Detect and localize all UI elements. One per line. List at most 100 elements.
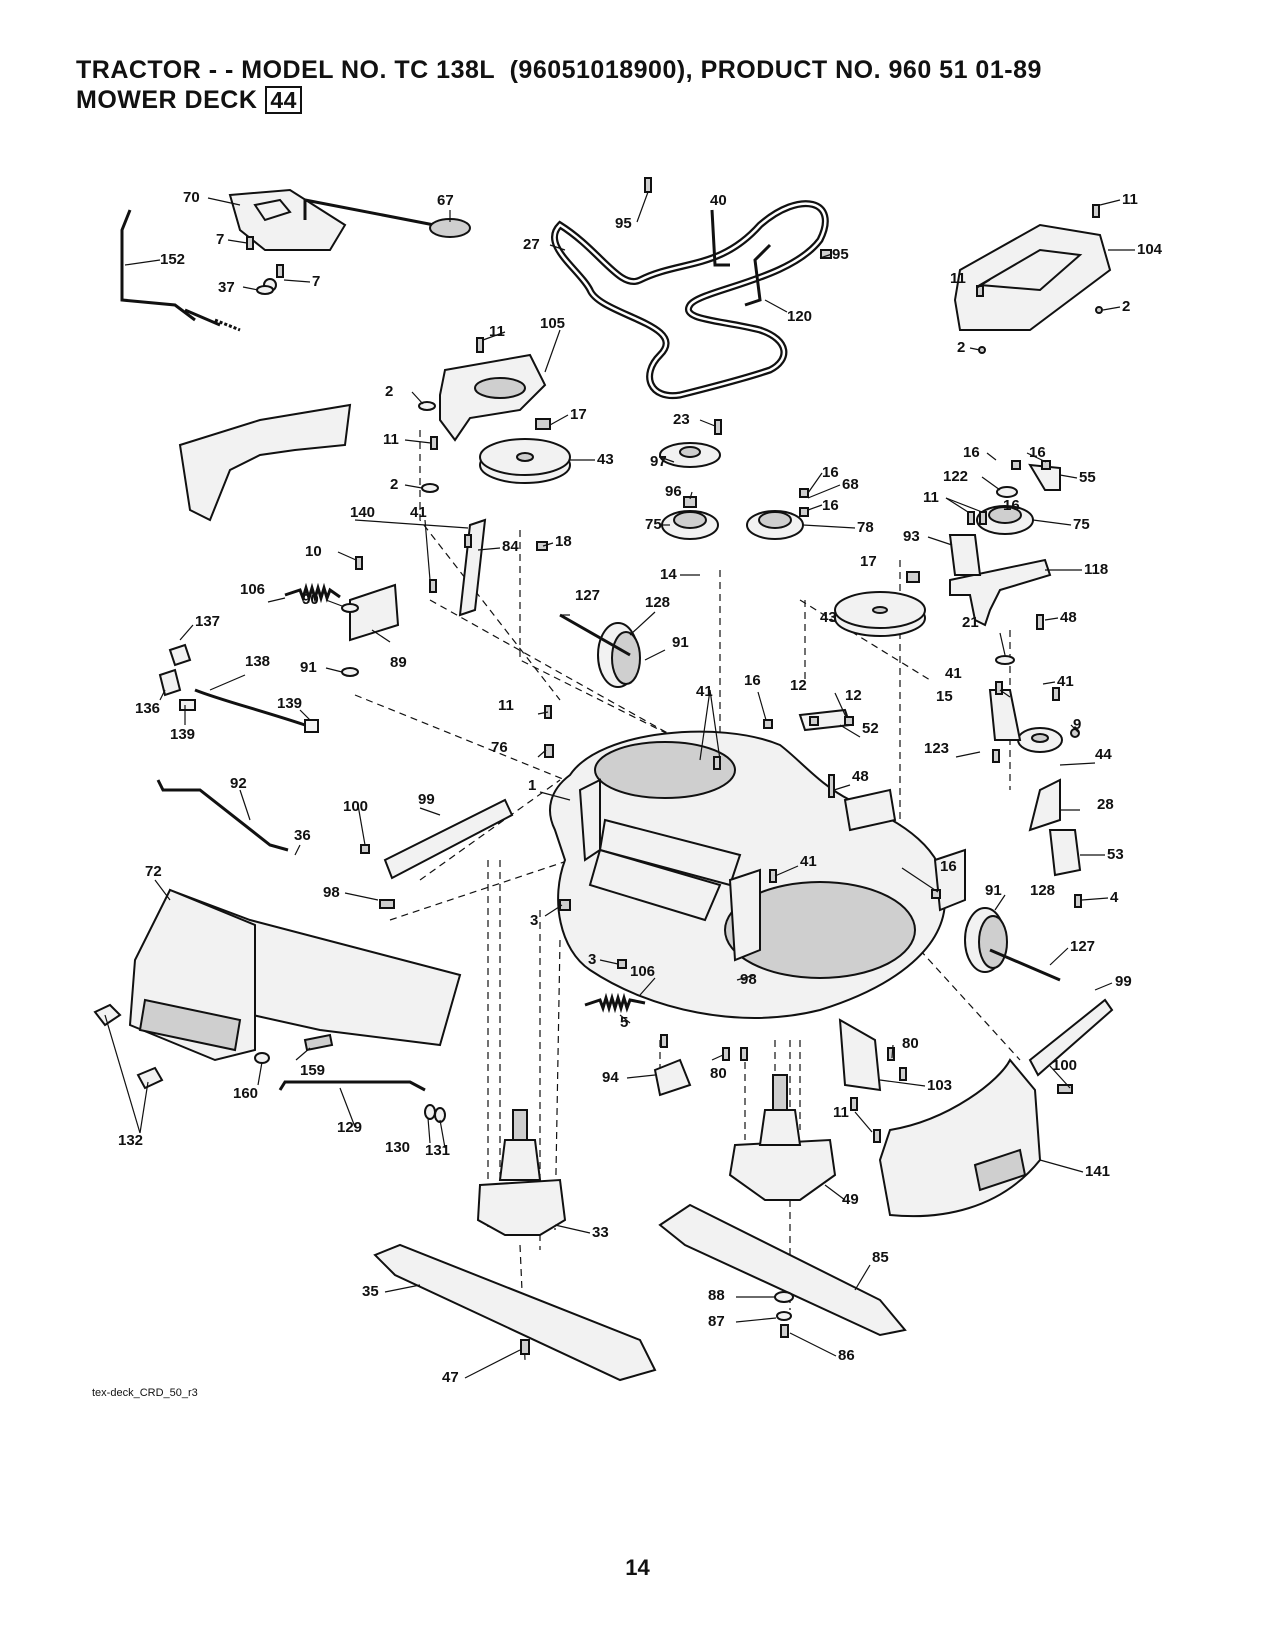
page-number: 14 bbox=[625, 1555, 650, 1580]
callout-123: 123 bbox=[924, 740, 949, 757]
baffle-103 bbox=[838, 1018, 882, 1092]
callout-16g: 16 bbox=[940, 858, 957, 875]
callout-99b: 99 bbox=[1115, 973, 1132, 990]
lift-links bbox=[156, 779, 1114, 1092]
callout-15: 15 bbox=[936, 688, 953, 705]
callout-labels: 70 67 7 152 37 7 95 40 27 95 120 11 104 … bbox=[118, 189, 1163, 1386]
callout-131: 131 bbox=[425, 1142, 450, 1159]
callout-97: 97 bbox=[650, 453, 667, 470]
deflector-141 bbox=[878, 1058, 1042, 1218]
callout-138: 138 bbox=[245, 653, 270, 670]
callout-141: 141 bbox=[1085, 1163, 1110, 1180]
callout-137: 137 bbox=[195, 613, 220, 630]
callout-11d: 11 bbox=[383, 431, 399, 448]
callout-120: 120 bbox=[787, 308, 812, 325]
callout-16: 16 bbox=[822, 464, 839, 481]
callout-118: 118 bbox=[1084, 561, 1108, 578]
callout-91: 91 bbox=[672, 634, 689, 651]
callout-132: 132 bbox=[118, 1132, 143, 1149]
callout-127: 127 bbox=[575, 587, 600, 604]
callout-122: 122 bbox=[943, 468, 968, 485]
callout-11c: 11 bbox=[489, 323, 505, 340]
drive-belt bbox=[551, 200, 829, 400]
callout-136: 136 bbox=[135, 700, 160, 717]
callout-11g: 11 bbox=[833, 1104, 849, 1121]
callout-12: 12 bbox=[790, 677, 807, 694]
callout-48b: 48 bbox=[852, 768, 869, 785]
callout-7: 7 bbox=[216, 231, 224, 248]
callout-85: 85 bbox=[872, 1249, 889, 1266]
callout-48: 48 bbox=[1060, 609, 1077, 626]
callout-36: 36 bbox=[294, 827, 311, 844]
callout-87: 87 bbox=[708, 1313, 725, 1330]
mower-deck-shell bbox=[549, 730, 966, 1019]
hardware bbox=[93, 177, 1103, 1355]
callout-4: 4 bbox=[1110, 889, 1119, 906]
callout-98b: 98 bbox=[740, 971, 757, 988]
callout-41b: 41 bbox=[945, 665, 962, 682]
callout-11f: 11 bbox=[498, 697, 514, 714]
callout-128b: 128 bbox=[1030, 882, 1055, 899]
callout-139b: 139 bbox=[170, 726, 195, 743]
callout-23: 23 bbox=[673, 411, 690, 428]
callout-16e: 16 bbox=[1003, 497, 1020, 514]
callout-160: 160 bbox=[233, 1085, 258, 1102]
callout-11: 11 bbox=[1122, 191, 1138, 208]
callout-80b: 80 bbox=[710, 1065, 727, 1082]
callout-91c: 91 bbox=[985, 882, 1002, 899]
callout-33: 33 bbox=[592, 1224, 609, 1241]
callout-90: 90 bbox=[302, 591, 319, 608]
callout-11b: 11 bbox=[950, 270, 966, 287]
callout-43b: 43 bbox=[820, 609, 837, 626]
callout-100b: 100 bbox=[1052, 1057, 1077, 1074]
callout-95b: 95 bbox=[832, 246, 849, 263]
springs bbox=[284, 582, 646, 1014]
callout-98: 98 bbox=[323, 884, 340, 901]
callout-139: 139 bbox=[277, 695, 302, 712]
callout-159: 159 bbox=[300, 1062, 325, 1079]
callout-105: 105 bbox=[540, 315, 565, 332]
callout-14: 14 bbox=[660, 566, 677, 583]
section-title-text: MOWER DECK bbox=[76, 86, 258, 114]
callout-91b: 91 bbox=[300, 659, 317, 676]
callout-35: 35 bbox=[362, 1283, 379, 1300]
callout-96: 96 bbox=[665, 483, 682, 500]
callout-2: 2 bbox=[1122, 298, 1130, 315]
callout-3: 3 bbox=[530, 912, 538, 929]
callout-9: 9 bbox=[1073, 716, 1081, 733]
callout-92: 92 bbox=[230, 775, 247, 792]
belt-shield-140 bbox=[178, 403, 352, 522]
callout-68: 68 bbox=[842, 476, 859, 493]
callout-10: 10 bbox=[305, 543, 322, 560]
small-brackets bbox=[349, 518, 1082, 877]
callout-leaders bbox=[104, 191, 1135, 1379]
callout-16b: 16 bbox=[822, 497, 839, 514]
callout-27: 27 bbox=[523, 236, 540, 253]
callout-52: 52 bbox=[862, 720, 879, 737]
belt-cover-right bbox=[953, 223, 1112, 331]
callout-16c: 16 bbox=[963, 444, 980, 461]
callout-2d: 2 bbox=[390, 476, 398, 493]
callout-130: 130 bbox=[385, 1139, 410, 1156]
callout-75: 75 bbox=[645, 516, 662, 533]
callout-44: 44 bbox=[1095, 746, 1112, 763]
idler-arm-118 bbox=[949, 463, 1061, 627]
callout-3b: 3 bbox=[588, 951, 596, 968]
callout-11e: 11 bbox=[923, 489, 939, 506]
callout-17b: 17 bbox=[860, 553, 877, 570]
callout-86: 86 bbox=[838, 1347, 855, 1364]
callout-100: 100 bbox=[343, 798, 368, 815]
pulleys bbox=[479, 438, 1063, 753]
callout-47: 47 bbox=[442, 1369, 459, 1386]
callout-93: 93 bbox=[903, 528, 920, 545]
callout-2b: 2 bbox=[957, 339, 965, 356]
gauge-wheels bbox=[559, 613, 1061, 982]
callout-67: 67 bbox=[437, 192, 454, 209]
callout-5: 5 bbox=[620, 1014, 628, 1031]
assembly-guide-lines bbox=[354, 430, 1021, 1361]
discharge-chute bbox=[128, 888, 462, 1062]
callout-76: 76 bbox=[491, 739, 508, 756]
callout-94: 94 bbox=[602, 1069, 619, 1086]
callout-127b: 127 bbox=[1070, 938, 1095, 955]
